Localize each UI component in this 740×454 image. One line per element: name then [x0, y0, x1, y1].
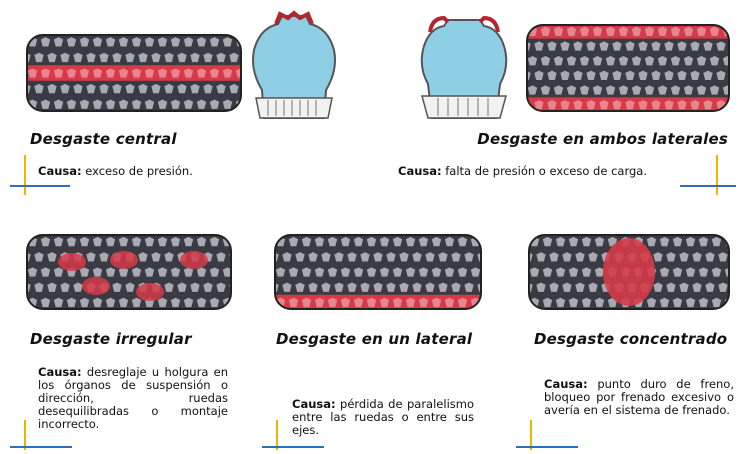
title-desgaste-concentrado: Desgaste concentrado — [534, 330, 728, 348]
accent-line — [530, 420, 532, 450]
accent-line — [10, 446, 72, 448]
cause-concentrado: Causa: punto duro de freno, bloqueo por … — [544, 378, 734, 417]
cause-label: Causa: — [38, 164, 82, 178]
cause-label: Causa: — [292, 397, 336, 411]
tread-both-sides-wear — [526, 24, 730, 112]
cause-label: Causa: — [544, 377, 588, 391]
accent-line — [276, 420, 278, 450]
accent-line — [24, 155, 26, 195]
tread-one-side-wear — [274, 234, 482, 310]
title-desgaste-ambos-laterales: Desgaste en ambos laterales — [477, 130, 728, 148]
cause-text: desreglaje u holgura en los órganos de s… — [38, 365, 229, 431]
cause-text: exceso de presión. — [85, 164, 193, 178]
tire-section-overinflated — [252, 10, 336, 119]
title-desgaste-central: Desgaste central — [30, 130, 177, 148]
cause-lateral: Causa: pérdida de paralelismo entre las … — [292, 398, 474, 437]
cause-label: Causa: — [38, 365, 82, 379]
cause-text: punto duro de freno, bloqueo por frenado… — [544, 377, 734, 417]
cause-text: falta de presión o exceso de carga. — [445, 164, 647, 178]
cause-central: Causa: exceso de presión. — [38, 165, 193, 178]
tread-central-wear — [26, 34, 242, 112]
cause-label: Causa: — [398, 164, 442, 178]
tread-irregular-wear — [26, 234, 232, 310]
accent-line — [680, 185, 736, 187]
cause-text: pérdida de paralelismo entre las ruedas … — [292, 397, 474, 437]
tread-concentrated-wear — [528, 234, 730, 310]
accent-line — [10, 185, 70, 187]
accent-line — [24, 420, 26, 450]
tire-section-underinflated — [420, 15, 508, 119]
title-desgaste-irregular: Desgaste irregular — [30, 330, 192, 348]
accent-line — [516, 446, 578, 448]
cause-irregular: Causa: desreglaje u holgura en los órgan… — [38, 366, 228, 431]
accent-line — [262, 446, 324, 448]
accent-line — [716, 155, 718, 195]
cause-ambos: Causa: falta de presión o exceso de carg… — [398, 165, 647, 178]
title-desgaste-un-lateral: Desgaste en un lateral — [276, 330, 473, 348]
